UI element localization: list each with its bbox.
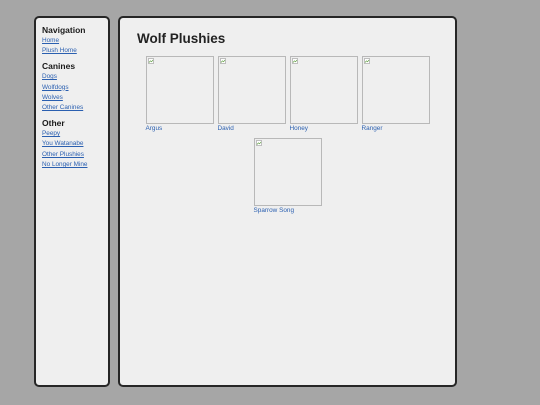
gallery-label-sparrow-song[interactable]: Sparrow Song bbox=[253, 207, 295, 214]
sidebar-group-other: Other Peepy You Watanabe Other Plushies … bbox=[42, 118, 108, 170]
gallery-image-sparrow-song[interactable] bbox=[253, 138, 322, 206]
gallery-label-honey[interactable]: Honey bbox=[289, 125, 308, 132]
gallery-item-sparrow-song: Sparrow Song bbox=[253, 138, 322, 215]
sidebar-heading-navigation: Navigation bbox=[42, 25, 86, 35]
broken-image-icon bbox=[255, 140, 262, 146]
sidebar-group-canines: Canines Dogs Wolfdogs Wolves Other Canin… bbox=[42, 61, 108, 113]
gallery-item-david: David bbox=[217, 56, 286, 133]
sidebar-link-dogs[interactable]: Dogs bbox=[42, 73, 57, 81]
gallery-image-ranger[interactable] bbox=[361, 56, 430, 124]
sidebar-link-home[interactable]: Home bbox=[42, 37, 60, 44]
sidebar-link-peepy[interactable]: Peepy bbox=[42, 130, 61, 138]
broken-image-icon bbox=[219, 58, 226, 64]
sidebar-link-plush-home[interactable]: Plush Home bbox=[42, 47, 77, 55]
broken-image-icon bbox=[147, 58, 154, 64]
broken-image-icon bbox=[291, 58, 298, 64]
sidebar-link-you-watanabe[interactable]: You Watanabe bbox=[42, 140, 84, 148]
sidebar-group-navigation: Navigation Home Plush Home bbox=[42, 25, 108, 56]
page-title: Wolf Plushies bbox=[137, 31, 226, 46]
gallery-image-honey[interactable] bbox=[289, 56, 358, 124]
gallery-item-honey: Honey bbox=[289, 56, 358, 133]
sidebar-link-wolfdogs[interactable]: Wolfdogs bbox=[42, 83, 69, 91]
gallery-label-david[interactable]: David bbox=[217, 125, 234, 132]
gallery-label-ranger[interactable]: Ranger bbox=[361, 125, 383, 132]
plush-gallery: Argus David Honey Ranger Sparrow Song bbox=[120, 56, 455, 220]
sidebar-heading-other: Other bbox=[42, 118, 65, 129]
gallery-image-argus[interactable] bbox=[145, 56, 214, 124]
sidebar: Navigation Home Plush Home Canines Dogs … bbox=[34, 16, 110, 387]
sidebar-heading-canines: Canines bbox=[42, 61, 76, 72]
sidebar-link-no-longer-mine[interactable]: No Longer Mine bbox=[42, 160, 88, 168]
sidebar-link-other-plushies[interactable]: Other Plushies bbox=[42, 150, 84, 158]
broken-image-icon bbox=[363, 58, 370, 64]
sidebar-link-other-canines[interactable]: Other Canines bbox=[42, 104, 84, 112]
gallery-image-david[interactable] bbox=[217, 56, 286, 124]
main-panel: Wolf Plushies Argus David Honey Ranger bbox=[118, 16, 457, 387]
gallery-item-argus: Argus bbox=[145, 56, 214, 133]
sidebar-content: Navigation Home Plush Home Canines Dogs … bbox=[36, 18, 108, 170]
gallery-label-argus[interactable]: Argus bbox=[145, 125, 163, 132]
gallery-item-ranger: Ranger bbox=[361, 56, 430, 133]
sidebar-link-wolves[interactable]: Wolves bbox=[42, 93, 63, 101]
